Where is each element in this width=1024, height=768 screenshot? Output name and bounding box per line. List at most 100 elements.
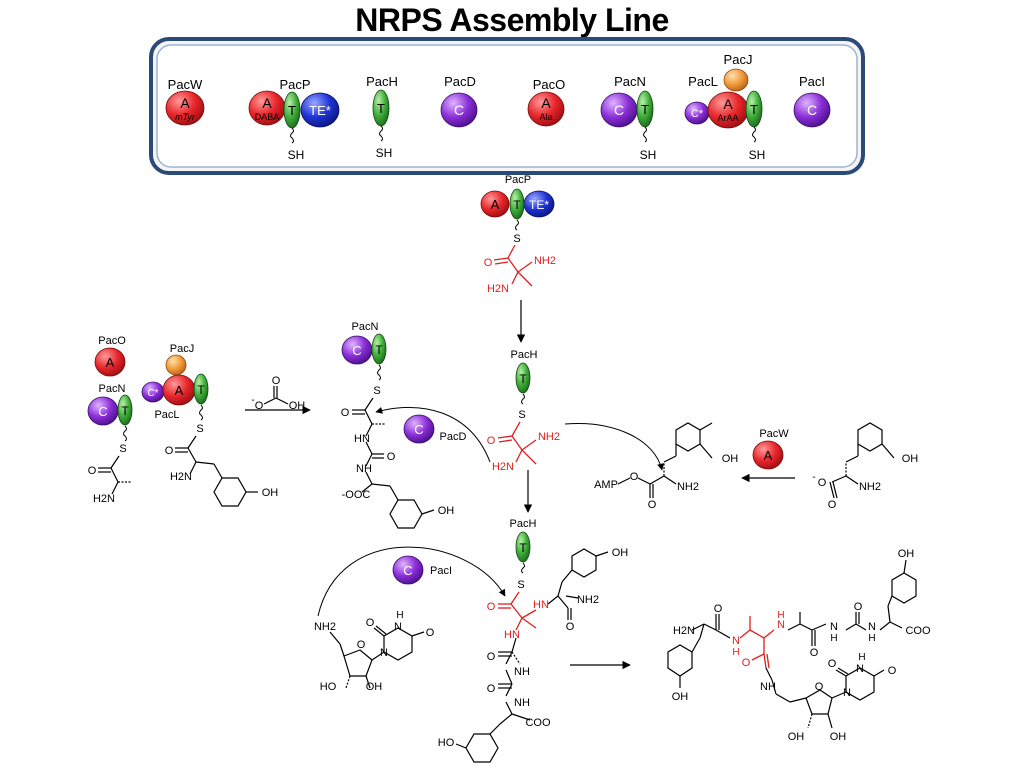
label-label: A [541,95,551,111]
label-o: O [818,477,827,489]
chem-bond [751,653,765,661]
domain-sphere [193,373,209,405]
paco-a-domain [527,91,565,127]
chem-bond [187,435,197,449]
label-o: O [810,647,819,659]
chem-bond [521,609,537,619]
chem-bond [521,439,537,451]
label-s: S [196,423,203,435]
chem-bond [827,713,833,729]
chem-bond [494,261,509,265]
chem-bond [667,644,693,677]
label-oh: OH [830,731,847,743]
chem-bond [371,651,385,661]
chem-bond [421,509,435,515]
label-o: O [630,471,639,483]
chem-bond [739,629,751,639]
paco-label: PacO [533,77,566,92]
label-h2n: H2N [487,283,509,295]
chem-bond [617,477,631,485]
label-o: O [387,451,396,463]
chem-bond [763,629,775,639]
chem-bond [510,603,523,619]
label-o: O [88,465,97,477]
label-pacp-a: A [491,197,500,212]
label-o: O [828,658,837,670]
label-h: H [396,610,403,621]
chem-bond [465,733,499,763]
label-sub: Ala [539,112,552,122]
label-pacn: PacN [352,321,379,333]
pacp-daba-complex: PacP A TE* T S O NH2 H2N [480,174,556,295]
label-nh: NH [514,697,530,709]
chem-bond [829,481,835,499]
aminouridine: NH2 O N O H N O HO OH [314,610,435,693]
label-h2n: H2N [93,493,115,505]
chem-bond [752,126,756,143]
label-c: C [352,343,361,358]
label-label: C* [691,108,704,120]
label-t: T [519,372,527,386]
chem-bond [505,701,513,715]
chem-bond [517,271,533,287]
chem-bond [379,125,383,142]
chem-bond [675,422,701,452]
pacj-mbth [723,68,749,92]
chem-bond [123,425,127,442]
chem-bond [511,637,517,653]
chem-bond [213,463,223,479]
chem-bond [891,572,917,604]
chem-bond [365,675,371,689]
chem-bond [881,443,895,459]
label-nh: NH [514,666,530,678]
chem-bond [411,631,425,637]
chem-bond [373,627,385,637]
chem-bond [345,675,351,689]
label-coo: COO [525,717,551,729]
arrow-curve-pacd [375,406,491,463]
label-arm: SH [288,148,305,162]
chem-bond [364,409,373,425]
chem-bond [187,447,197,463]
label-sub: DABA [255,112,280,122]
chem-bond [829,422,895,499]
chem-bond [497,421,537,465]
label-h: H [830,633,837,644]
label-paci: PacI [430,565,452,577]
label-pacn: PacN [99,383,126,395]
chem-bond [831,475,847,483]
label-s: S [373,385,380,397]
chem-bond [499,713,513,725]
label-a: A [106,355,115,370]
chem-bond [547,595,559,605]
label-nh2: NH2 [577,594,599,606]
chem-bond [189,461,197,475]
label-o: O [484,257,493,269]
label-pacd: PacD [440,431,467,443]
chem-bond [699,422,713,431]
label-oh: OH [898,548,915,560]
label-o: O [255,400,264,412]
pacl-label: PacL [688,74,718,89]
label-o: O [828,499,837,511]
label-h: H [868,633,875,644]
label-s: S [513,233,520,245]
chem-bond [365,471,373,485]
chem-bond [855,623,867,631]
label-n: N [856,663,864,675]
label-nh2: NH2 [314,621,336,633]
pacd-free: C PacD [403,414,467,444]
label-pach: PacH [511,349,538,361]
chem-bond [667,559,917,729]
label-nh2: NH2 [534,255,556,267]
label-oh: OH [262,487,279,499]
pacw-a-sub: mTyr [175,112,196,122]
label-o: O [366,617,375,629]
chem-bond [365,441,373,455]
label-o: O [165,445,174,457]
label-c-star: C* [147,388,158,399]
chem-bond [887,595,893,607]
chem-bond [763,653,767,669]
label-o: O [426,627,435,639]
chem-bond [275,397,289,405]
